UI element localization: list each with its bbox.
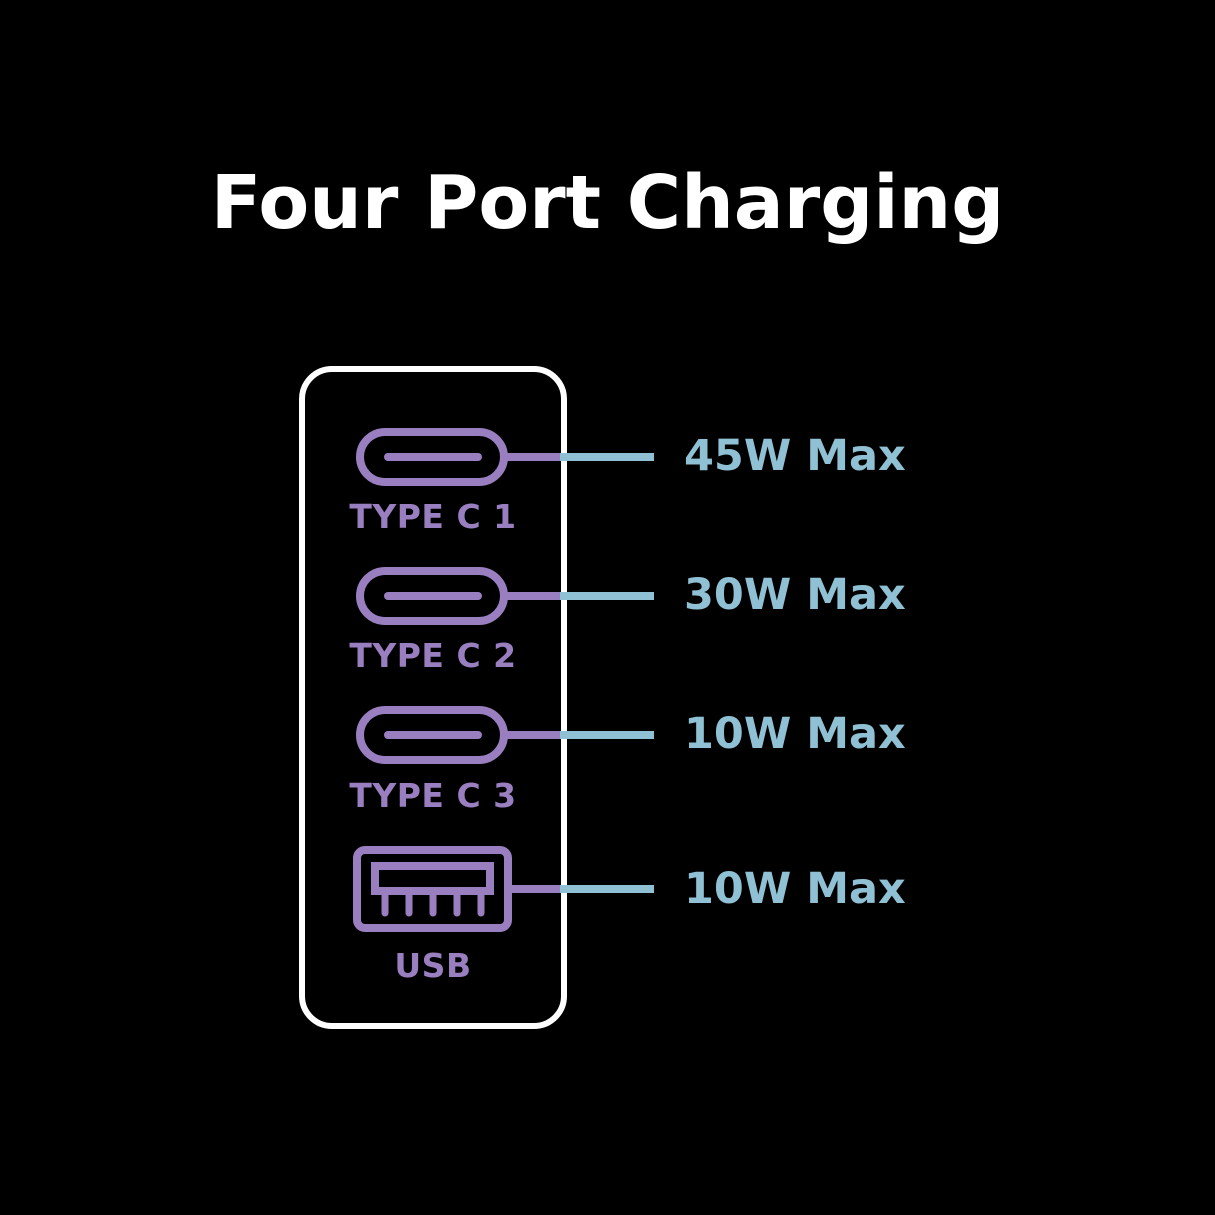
power-label-type-c-3: 10W Max <box>684 709 906 759</box>
usb-c-port-icon <box>356 428 508 486</box>
power-label-type-c-2: 30W Max <box>684 570 906 620</box>
charger-body-outline <box>299 366 567 1029</box>
power-label-usb: 10W Max <box>684 864 906 914</box>
page-title: Four Port Charging <box>210 160 1005 246</box>
port-label-type-c-3: TYPE C 3 <box>349 776 517 815</box>
usb-a-port-icon <box>353 846 512 932</box>
usb-c-port-icon <box>356 706 508 764</box>
port-label-usb: USB <box>394 946 472 985</box>
power-label-type-c-1: 45W Max <box>684 431 906 481</box>
usb-c-port-icon <box>356 567 508 625</box>
port-label-type-c-1: TYPE C 1 <box>349 497 517 536</box>
port-label-type-c-2: TYPE C 2 <box>349 636 517 675</box>
